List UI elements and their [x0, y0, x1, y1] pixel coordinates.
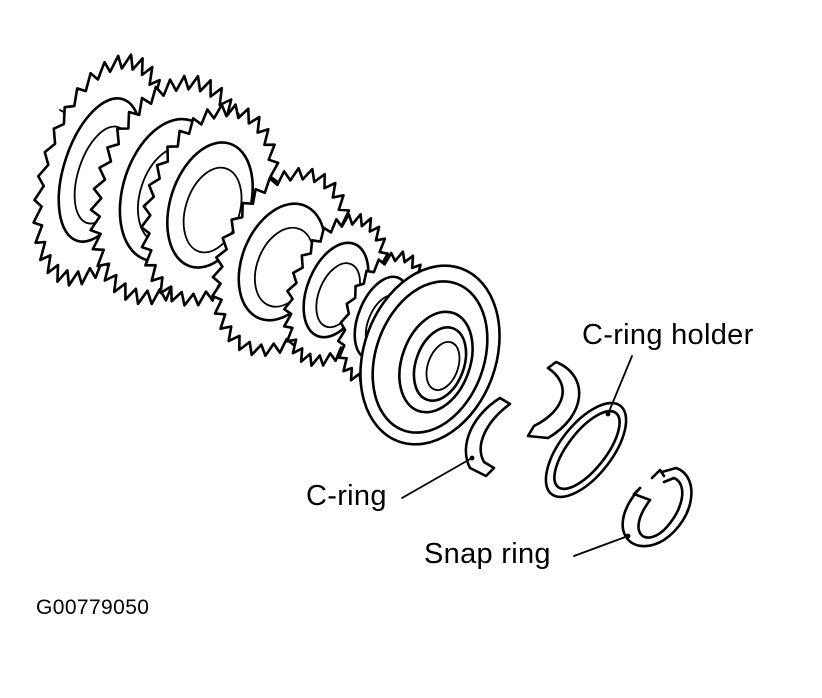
leader-dot-snap-ring [625, 533, 631, 539]
gear-cluster [32, 53, 428, 386]
leader-line-c-ring [401, 457, 473, 499]
leader-line-c-ring-holder [607, 355, 633, 415]
end-gear-face [359, 264, 501, 446]
leader-dot-c-ring [469, 455, 475, 461]
snap-ring [621, 466, 693, 548]
figure-code: G00779050 [36, 596, 150, 619]
leader-line-snap-ring [573, 535, 629, 557]
c-ring-holder [544, 401, 628, 499]
c-ring-second-half [526, 360, 581, 440]
leader-lines [401, 355, 633, 557]
snap-ring-label: Snap ring [424, 538, 551, 570]
c-ring-label: C-ring [306, 480, 387, 512]
c-ring-holder-label: C-ring holder [582, 319, 754, 351]
leader-dot-c-ring-holder [605, 411, 611, 417]
c-ring [464, 396, 512, 478]
